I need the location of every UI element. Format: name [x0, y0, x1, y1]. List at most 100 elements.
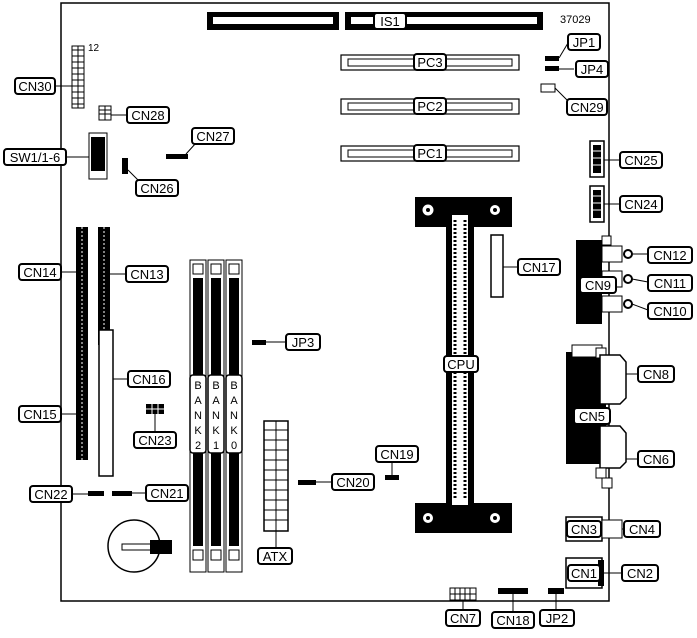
svg-text:CN13: CN13: [130, 267, 163, 282]
connector-cn14: [76, 227, 88, 345]
svg-text:CN7: CN7: [450, 611, 476, 626]
label-cn11: CN11: [647, 274, 693, 292]
battery: [107, 519, 172, 573]
svg-text:CN6: CN6: [643, 452, 669, 467]
svg-text:K: K: [194, 425, 202, 437]
connector-cn7: [449, 587, 477, 601]
svg-text:CN26: CN26: [140, 181, 173, 196]
connector-cn29: [540, 83, 556, 93]
svg-text:JP1: JP1: [573, 35, 595, 50]
svg-text:PC2: PC2: [417, 99, 442, 114]
svg-text:CN12: CN12: [653, 248, 686, 263]
svg-text:K: K: [212, 425, 220, 437]
connector-cn21: [112, 491, 132, 496]
label-jp1: JP1: [567, 33, 601, 51]
label-cn17: CN17: [517, 258, 561, 276]
label-pc3: PC3: [413, 53, 447, 71]
connector-cn16: [98, 329, 114, 477]
connector-cn28: [98, 105, 112, 121]
svg-text:CN14: CN14: [23, 265, 56, 280]
label-sw1: SW1/1-6: [3, 148, 67, 166]
label-bank1: B A N K 1: [207, 374, 225, 454]
svg-text:CN1: CN1: [571, 566, 597, 581]
svg-text:CN27: CN27: [196, 129, 229, 144]
svg-text:CN28: CN28: [131, 108, 164, 123]
label-pc1: PC1: [413, 144, 447, 162]
svg-text:JP3: JP3: [292, 335, 314, 350]
svg-text:2: 2: [195, 440, 201, 452]
svg-text:ATX: ATX: [263, 549, 288, 564]
svg-text:CN23: CN23: [138, 433, 171, 448]
connector-cn26: [122, 158, 128, 174]
svg-text:CN21: CN21: [150, 486, 183, 501]
svg-text:N: N: [230, 410, 238, 422]
label-cn8: CN8: [637, 365, 675, 383]
svg-text:CN15: CN15: [23, 407, 56, 422]
jumper-jp1: [545, 56, 559, 61]
svg-text:B: B: [194, 380, 201, 392]
label-cn3: CN3: [566, 520, 602, 538]
svg-text:IS1: IS1: [380, 14, 400, 29]
label-jp2: JP2: [539, 609, 575, 627]
label-cn5: CN5: [573, 407, 611, 425]
dip-switch-sw1: [88, 132, 108, 180]
label-jp4: JP4: [575, 60, 609, 78]
connector-cn20: [298, 480, 316, 485]
board-outline: [60, 2, 610, 602]
label-atx: ATX: [257, 547, 293, 565]
svg-text:PC3: PC3: [417, 55, 442, 70]
svg-text:CN9: CN9: [585, 278, 611, 293]
connector-cn15: [76, 330, 88, 460]
connector-cn24: [589, 185, 605, 223]
svg-text:CN29: CN29: [570, 100, 603, 115]
svg-text:JP2: JP2: [546, 611, 568, 626]
svg-text:PC1: PC1: [417, 146, 442, 161]
connector-cn18: [498, 588, 528, 594]
connector-cn30: [71, 45, 85, 109]
label-cn10: CN10: [647, 302, 693, 320]
label-cn1: CN1: [567, 564, 601, 582]
label-is1: IS1: [373, 12, 407, 30]
label-cn28: CN28: [126, 106, 170, 124]
label-cn24: CN24: [619, 195, 663, 213]
label-pc2: PC2: [413, 97, 447, 115]
svg-text:A: A: [212, 395, 220, 407]
label-cn7: CN7: [445, 609, 481, 627]
label-cn21: CN21: [145, 484, 189, 502]
pin-1-marker: 12: [88, 43, 100, 54]
svg-text:CN22: CN22: [34, 487, 67, 502]
label-cn13: CN13: [125, 265, 169, 283]
connector-cn19: [385, 475, 399, 480]
svg-text:CN16: CN16: [132, 372, 165, 387]
connector-cn17: [490, 234, 504, 298]
svg-text:CN18: CN18: [496, 613, 529, 628]
label-bank2: B A N K 2: [189, 374, 207, 454]
label-cn20: CN20: [331, 473, 375, 491]
svg-text:SW1/1-6: SW1/1-6: [10, 150, 61, 165]
connector-cn8-cn5-cn6: [566, 344, 627, 489]
svg-text:K: K: [230, 425, 238, 437]
label-jp3: JP3: [285, 333, 321, 351]
jumper-jp4: [545, 66, 559, 71]
svg-text:CN30: CN30: [18, 79, 51, 94]
svg-text:CN5: CN5: [579, 409, 605, 424]
svg-text:CPU: CPU: [447, 357, 474, 372]
label-cn19: CN19: [375, 445, 419, 463]
svg-text:CN19: CN19: [380, 447, 413, 462]
svg-text:CN8: CN8: [643, 367, 669, 382]
jumper-jp2: [548, 588, 564, 594]
svg-text:B: B: [230, 380, 237, 392]
svg-text:B: B: [212, 380, 219, 392]
label-cn2: CN2: [621, 564, 659, 582]
label-cn4: CN4: [623, 520, 661, 538]
svg-text:CN11: CN11: [654, 276, 686, 291]
svg-text:N: N: [194, 410, 202, 422]
isa-slot-left: [207, 12, 339, 30]
svg-text:CN17: CN17: [522, 260, 555, 275]
svg-text:CN25: CN25: [624, 153, 657, 168]
label-cn29: CN29: [566, 98, 608, 116]
label-cn15: CN15: [18, 405, 62, 423]
svg-text:CN20: CN20: [336, 475, 369, 490]
label-cn25: CN25: [619, 151, 663, 169]
svg-text:CN4: CN4: [629, 522, 655, 537]
